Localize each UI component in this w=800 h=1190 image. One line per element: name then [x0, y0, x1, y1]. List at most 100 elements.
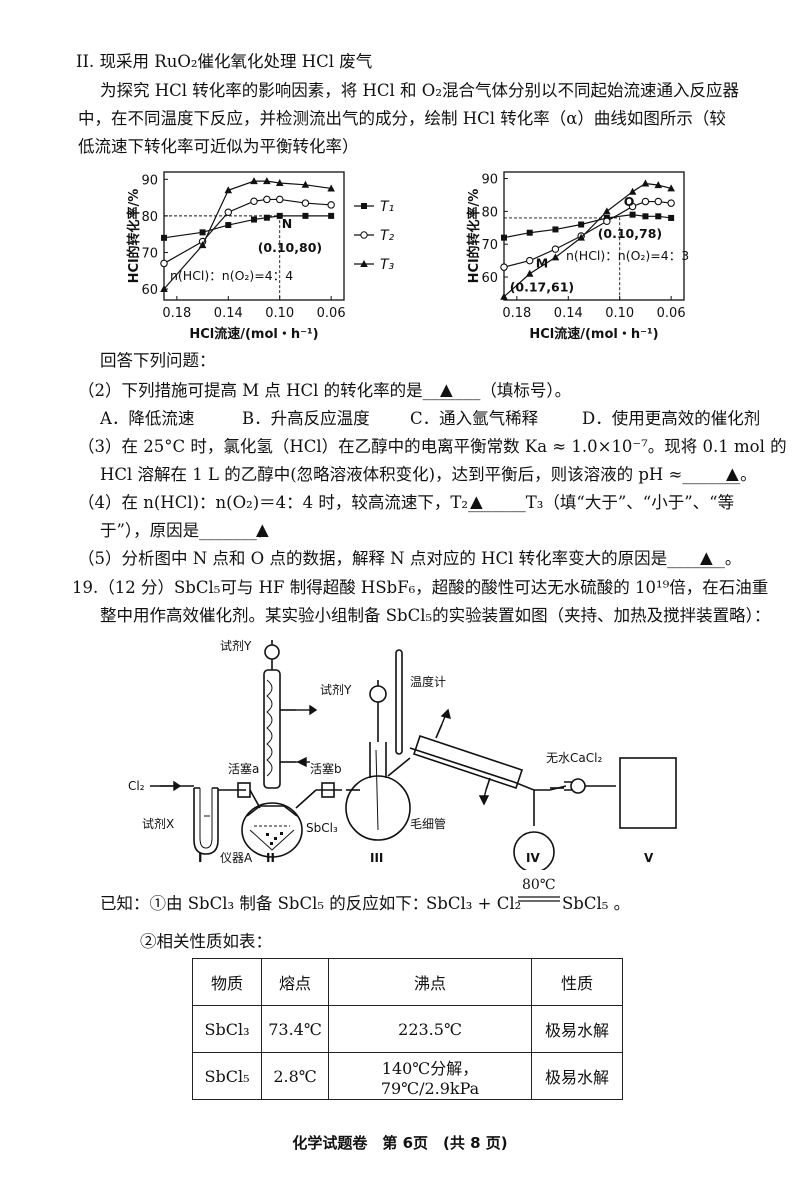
data-point — [198, 241, 207, 249]
data-point — [525, 256, 534, 265]
data-point — [655, 213, 662, 220]
question-5: （5）分析图中 N 点和 O 点的数据，解释 N 点对应的 HCl 转化率变大的… — [78, 549, 742, 568]
data-point — [667, 184, 675, 192]
question-4-line-2: 于”），原因是_______。 — [100, 521, 274, 540]
series-line-3 — [163, 180, 332, 290]
y-tick-label: 60 — [481, 271, 498, 286]
table-header: 沸点 — [328, 958, 532, 1006]
data-point — [224, 208, 233, 216]
guide-line — [164, 215, 281, 300]
data-point — [500, 263, 508, 271]
data-point — [302, 212, 309, 219]
chart-annotation: n(HCl)：n(O₂)=4：3 — [566, 248, 689, 263]
point-label: N — [282, 216, 292, 231]
question-4-line-1: （4）在 n(HCl)：n(O₂)＝4：4 时，较高流速下，T₂_______T… — [78, 493, 735, 512]
data-point — [500, 292, 508, 300]
label-reagent-y-2: 试剂Y — [320, 682, 352, 697]
label-reagent-y-1: 试剂Y — [220, 638, 252, 653]
data-point — [161, 234, 167, 241]
data-point — [251, 216, 257, 223]
question-19-line-2: 整中用作高效催化剂。某实验小组制备 SbCl₅的实验装置如图（夹持、加热及搅拌装… — [100, 606, 771, 625]
data-point — [160, 285, 168, 293]
x-tick-label: 0.10 — [605, 306, 634, 321]
table-header-row: 物质 熔点 沸点 性质 — [192, 958, 623, 1006]
blank-marker-q3: ▲ — [726, 464, 739, 483]
intro-line-3: 低流速下转化率可近似为平衡转化率） — [78, 137, 359, 156]
legend-label: T₃ — [380, 257, 395, 273]
blank-marker-q5: ▲ — [700, 548, 713, 567]
data-point — [327, 184, 335, 192]
intro-line-1: 为探究 HCl 转化率的影响因素，将 HCl 和 O₂混合气体分别以不同起始流速… — [100, 81, 739, 100]
q2-option-a: A．降低流速 — [100, 409, 195, 428]
legend-label: T₂ — [380, 228, 395, 244]
data-point — [276, 212, 283, 219]
data-point — [301, 180, 310, 188]
drying-tube — [550, 778, 616, 794]
x-axis-label: HCl流速/(mol・h⁻¹) — [189, 326, 318, 342]
table-cell: 极易水解 — [531, 1052, 623, 1100]
data-point — [224, 186, 233, 194]
data-point — [327, 201, 335, 209]
data-point — [603, 207, 611, 215]
point-label: (0.10,78) — [598, 226, 662, 241]
q2-option-d: D．使用更高效的催化剂 — [582, 409, 761, 428]
point-label: M — [536, 256, 548, 271]
data-point — [641, 197, 650, 206]
x-tick-label: 0.18 — [162, 306, 191, 321]
data-point — [552, 226, 559, 233]
data-point — [525, 269, 534, 277]
data-point — [275, 178, 284, 186]
y-tick-label: 70 — [141, 246, 158, 261]
point-label: (0.10,80) — [258, 240, 322, 255]
data-point — [577, 233, 585, 241]
valve-b — [321, 782, 335, 798]
properties-table: 物质 熔点 沸点 性质 SbCl₃ 73.4℃ 223.5℃ 极易水解 SbCl… — [192, 958, 623, 1100]
label-valve-b: 活塞b — [310, 761, 342, 776]
reaction-condition: 80℃ — [522, 877, 556, 893]
unit-label-3: III — [370, 851, 383, 865]
y-tick-label: 90 — [141, 173, 158, 188]
point-label: (0.17,61) — [510, 280, 574, 295]
reaction-left: SbCl₃ + Cl₂ — [426, 894, 522, 913]
data-point — [263, 214, 270, 221]
y-axis-label: HCl的转化率/% — [126, 189, 142, 284]
known-line-1: 已知：①由 SbCl₃ 制备 SbCl₅ 的反应如下： — [100, 894, 429, 913]
reaction-equals — [518, 896, 560, 902]
data-point — [628, 202, 637, 211]
data-point — [250, 197, 258, 206]
label-capillary: 毛细管 — [410, 816, 446, 831]
legend-marker — [360, 231, 368, 239]
data-point — [263, 195, 271, 204]
table-cell: 极易水解 — [531, 1005, 623, 1053]
data-point — [641, 179, 650, 187]
answer-lead: 回答下列问题： — [100, 351, 216, 370]
thermometer — [395, 649, 403, 755]
unit-label-4: IV — [526, 851, 540, 865]
receiving-flask — [513, 785, 567, 870]
x-axis-label: HCl流速/(mol・h⁻¹) — [529, 326, 658, 342]
data-point — [654, 197, 663, 206]
dropping-funnel-2 — [369, 680, 387, 742]
data-point — [250, 177, 258, 185]
data-point — [501, 234, 507, 241]
table-cell: 2.8℃ — [261, 1052, 329, 1100]
y-tick-label: 60 — [141, 283, 158, 298]
question-2: （2）下列措施可提高 M 点 HCl 的转化率的是_______（填标号）。 — [78, 381, 572, 400]
question-19-line-1: 19.（12 分）SbCl₅可与 HF 制得超酸 HSbF₆，超酸的酸性可达无水… — [72, 578, 769, 597]
table-row: SbCl₅ 2.8℃ 140℃分解，79℃/2.9kPa 极易水解 — [192, 1052, 623, 1100]
apparatus-diagram: 试剂Y 试剂Y 温度计 Cl₂ 试剂X 活塞a 活塞b SbCl₃ 毛细管 无水… — [128, 638, 677, 870]
series-line-1 — [163, 215, 332, 239]
data-point — [328, 212, 335, 219]
data-point — [668, 214, 675, 221]
unit-label-1: I — [198, 851, 202, 865]
x-tick-label: 0.06 — [657, 306, 686, 321]
data-point — [551, 253, 560, 261]
data-point — [160, 259, 168, 268]
legend-marker — [360, 260, 368, 267]
table-header: 物质 — [192, 958, 262, 1006]
label-cacl2: 无水CaCl₂ — [546, 751, 602, 765]
page-footer: 化学试题卷 第 6页 (共 8 页) — [292, 1134, 508, 1152]
condenser — [409, 723, 535, 826]
